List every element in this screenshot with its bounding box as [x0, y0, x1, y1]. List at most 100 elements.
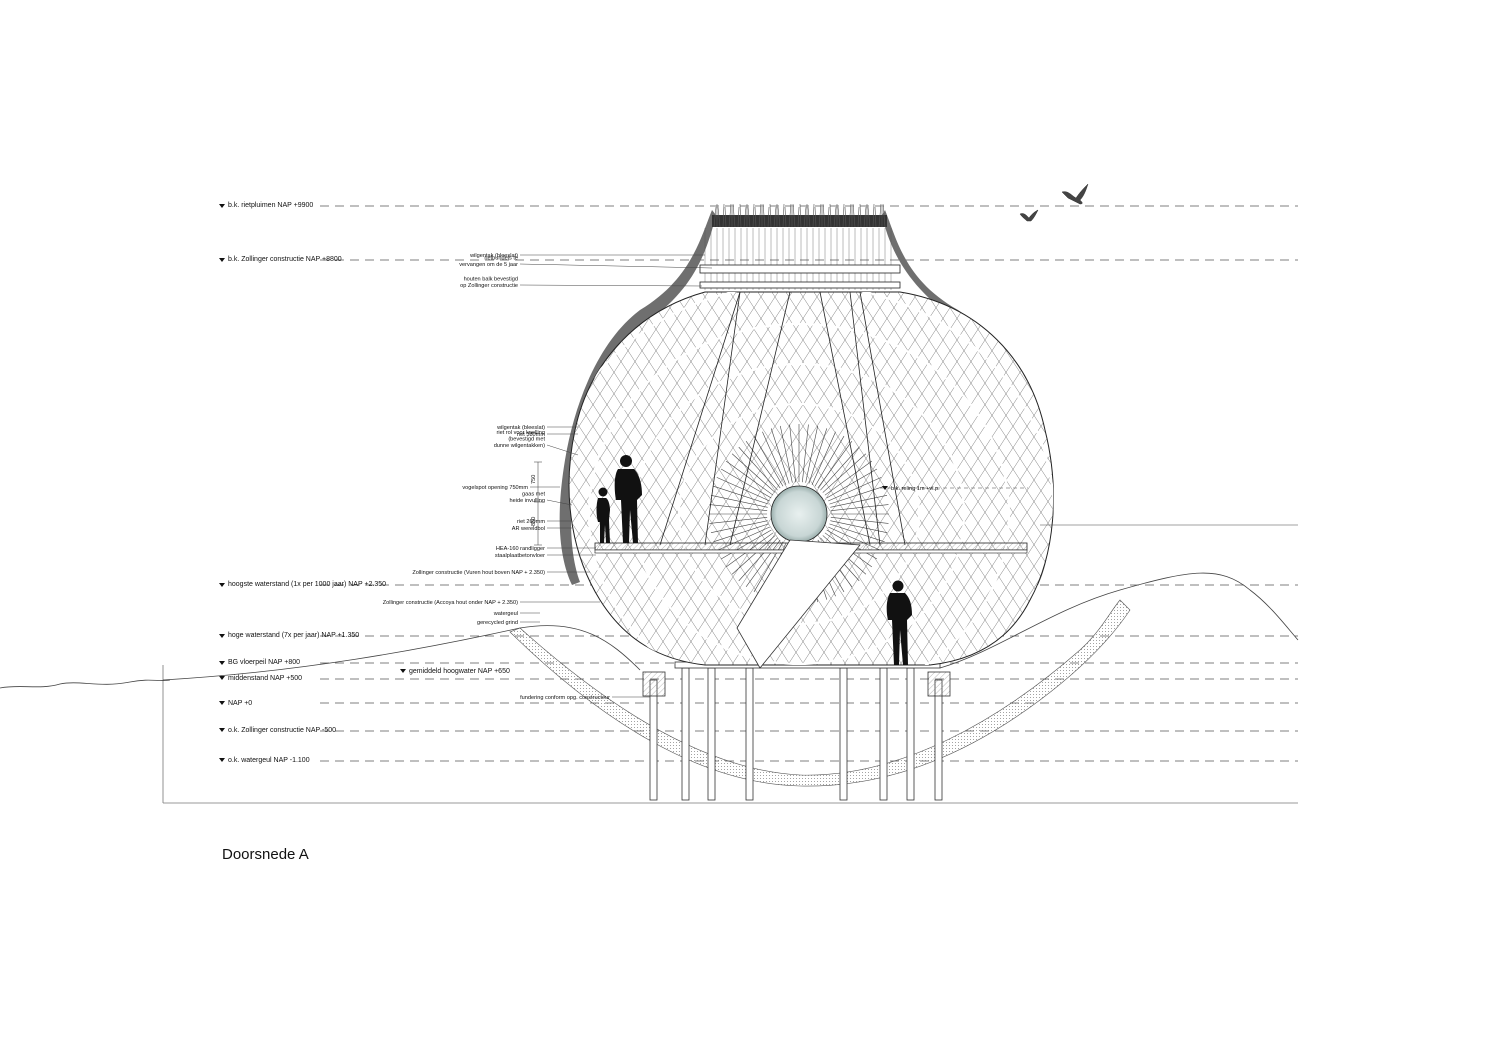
lattice-slat: [569, 292, 689, 665]
lattice-slat: [903, 292, 1054, 665]
lattice-slat: [569, 292, 829, 665]
lattice-slat: [569, 292, 689, 665]
lattice-slat: [1128, 280, 1388, 680]
lattice-slat: [569, 292, 773, 665]
reed-stalk: [713, 206, 717, 228]
annotation-hea-160: HEA-160 randligger: [496, 546, 596, 552]
lattice-slat: [1212, 280, 1472, 680]
lattice-slat: [204, 280, 464, 680]
lattice-slat: [693, 292, 955, 665]
lattice-slat: [232, 280, 492, 680]
lattice-slat: [569, 292, 577, 665]
reed-stalk: [872, 203, 875, 228]
lattice-ray: [830, 517, 889, 524]
reed-stalk: [762, 203, 766, 228]
reed-stalk: [829, 203, 832, 228]
annotation-text: Zollinger constructie (Accoya hout onder…: [383, 600, 518, 606]
lattice-slat: [1240, 280, 1500, 680]
lattice-slat: [917, 292, 1054, 665]
lattice-slat: [1184, 280, 1444, 680]
level-label: o.k. Zollinger constructie NAP -500: [228, 727, 336, 734]
lattice-slat: [148, 280, 408, 680]
lattice-slat: [665, 292, 927, 665]
lattice-ray: [745, 441, 781, 489]
lattice-slat: [162, 280, 422, 680]
level-label: b.k. rietpluimen NAP +9900: [228, 202, 313, 209]
reed-stalk: [752, 203, 755, 228]
lattice-ray: [713, 523, 769, 543]
lattice-slat: [78, 280, 338, 680]
reed-stalk: [867, 206, 871, 228]
lattice-slat: [302, 280, 562, 680]
reed-stalk: [844, 206, 847, 228]
lattice-ray: [820, 446, 860, 491]
lattice-slat: [190, 280, 450, 680]
lattice-slat: [569, 292, 591, 665]
lattice-slat: [569, 292, 661, 665]
lattice-ray: [830, 494, 888, 508]
lattice-slat: [36, 280, 296, 680]
reed-stalk: [814, 206, 817, 228]
reed-stalk: [837, 206, 841, 228]
lattice-ray: [830, 504, 889, 511]
lattice-slat: [973, 292, 1054, 665]
annotation-zollinger-accoya: Zollinger constructie (Accoya hout onder…: [383, 600, 600, 606]
ar-globe: [770, 485, 828, 543]
lattice-slat: [0, 280, 240, 680]
dimension-850: 850: [531, 517, 537, 526]
lattice-slat: [1100, 280, 1360, 680]
lattice-slat: [176, 280, 436, 680]
lattice-slat: [1142, 280, 1402, 680]
lattice-slat: [1198, 280, 1458, 680]
leader-line: [546, 499, 573, 506]
floor: [594, 539, 1028, 669]
annotation-text: staalplaatbetonvloer: [495, 553, 545, 559]
level-rietpluimen: b.k. rietpluimen NAP +9900: [219, 202, 313, 209]
lattice-slat: [569, 292, 661, 665]
dimension-line: 750 850: [531, 461, 542, 546]
lattice-slat: [1226, 280, 1486, 680]
lattice-slat: [569, 292, 591, 665]
reed-stalk: [788, 203, 792, 228]
lattice-slat: [1156, 280, 1416, 680]
lattice-slat: [190, 280, 450, 680]
lattice-ring: [587, 322, 1011, 665]
lattice-slat: [1015, 292, 1054, 665]
lattice-slat: [1156, 280, 1416, 680]
leader-line: [546, 444, 579, 456]
lattice-slat: [1324, 280, 1500, 680]
lattice-slat: [1296, 280, 1500, 680]
reed-stalk: [767, 206, 770, 228]
lattice-slat: [581, 292, 843, 665]
level-label: hoge waterstand (7x per jaar) NAP +1.350: [228, 632, 359, 639]
lattice-slat: [218, 280, 478, 680]
annotation-text: op Zollinger constructie: [460, 283, 518, 289]
tension-cables: [659, 291, 906, 546]
annotation-text: houten balk bevestigd: [464, 277, 518, 283]
reed-stalk: [754, 206, 757, 228]
reed-stalk: [773, 206, 777, 228]
lattice-slat: [1043, 292, 1054, 665]
level-label: BG vloerpeil NAP +800: [228, 659, 300, 666]
annotation-watergeul-ann: watergeul: [493, 611, 540, 617]
reed-stalk: [833, 206, 837, 228]
person-silhouette-icon: [596, 455, 912, 665]
lattice-ray: [738, 446, 778, 491]
level-label: o.k. watergeul NAP -1.100: [228, 757, 310, 764]
lattice-slat: [64, 280, 324, 680]
annotation-fundering: fundering conform opg. constructeur: [520, 695, 650, 701]
lattice-slat: [959, 292, 1054, 665]
reed-stalk: [732, 203, 736, 228]
annotation-text: vervangen om de 5 jaar: [459, 262, 518, 268]
lattice-slat: [1100, 280, 1360, 680]
annotation-text: HEA-160 randligger: [496, 546, 545, 552]
level-zollinger-top: b.k. Zollinger constructie NAP +8800: [219, 256, 342, 263]
lattice-slat: [148, 280, 408, 680]
lattice-slat: [1058, 280, 1318, 680]
reed-stalk: [874, 206, 877, 228]
level-middenstand: middenstand NAP +500: [219, 675, 302, 682]
reed-stalk: [803, 206, 807, 228]
lattice-slat: [1142, 280, 1402, 680]
